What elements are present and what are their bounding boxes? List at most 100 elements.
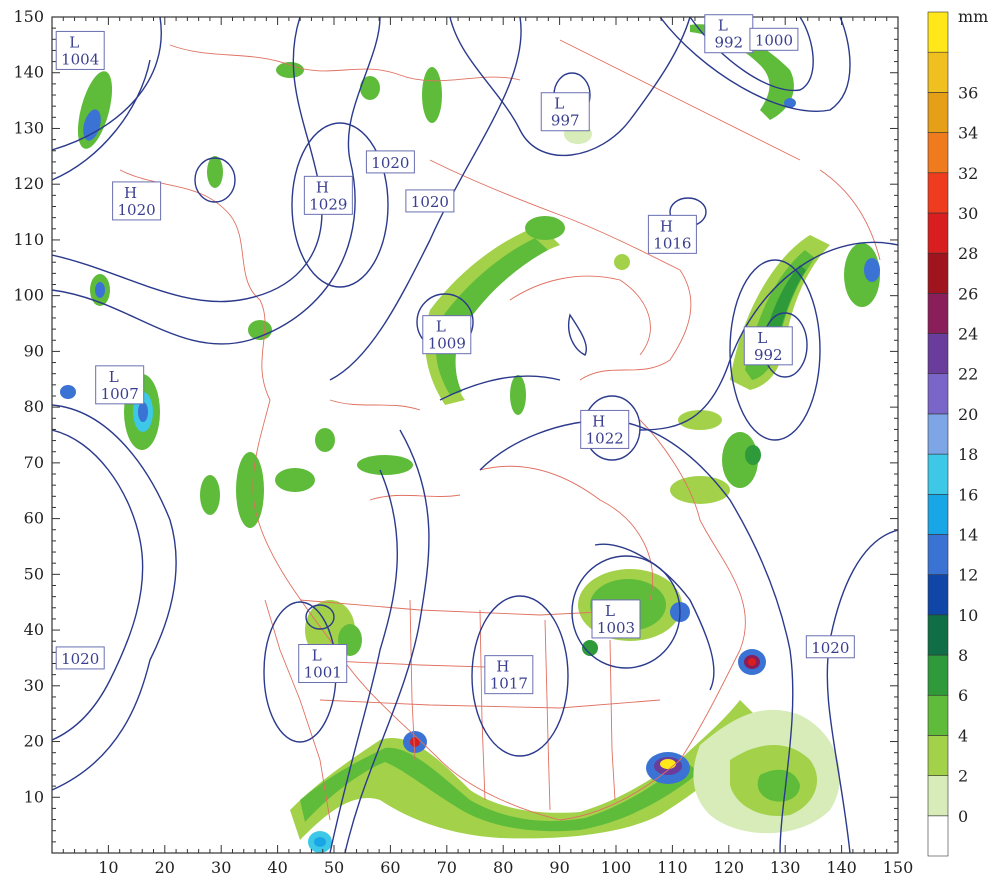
colorbar-tick-label: 28 (958, 244, 978, 263)
colorbar-swatch (927, 11, 949, 53)
y-tick-label: 70 (24, 453, 44, 472)
colorbar-swatch (927, 654, 949, 696)
plot-frame (51, 16, 899, 854)
pressure-label: 1020 (405, 189, 455, 213)
colorbar-swatch (927, 815, 949, 857)
x-tick-label: 20 (155, 858, 175, 877)
pressure-value: 1004 (61, 50, 99, 68)
pressure-labels: L1004H1020L10071020H102910201020L1009L99… (55, 14, 855, 695)
pressure-value: 992 (754, 346, 783, 364)
colorbar-swatch (927, 614, 949, 656)
colorbar-swatch (927, 775, 949, 817)
colorbar-swatch (927, 493, 949, 535)
pressure-label: 1020 (55, 646, 105, 670)
colorbar-unit: mm (958, 7, 988, 26)
colorbar-tick-label: 14 (958, 525, 978, 544)
pressure-center-type: H (660, 217, 673, 235)
colorbar-tick-label: 36 (958, 83, 978, 102)
pressure-value: 1000 (755, 31, 793, 49)
colorbar-swatch (927, 172, 949, 214)
precipitation-field (60, 24, 880, 853)
colorbar-tick-label: 20 (958, 405, 978, 424)
x-tick-label: 10 (98, 858, 118, 877)
pressure-value: 1007 (101, 385, 139, 403)
pressure-value: 1020 (371, 154, 409, 172)
y-tick-label: 110 (13, 230, 44, 249)
colorbar-swatch (927, 333, 949, 375)
colorbar-tick-label: 24 (958, 325, 978, 344)
x-tick-label: 60 (380, 858, 400, 877)
pressure-value: 1020 (61, 650, 99, 668)
pressure-center-type: L (312, 647, 322, 665)
pressure-value: 1020 (411, 193, 449, 211)
y-tick-label: 60 (24, 509, 44, 528)
x-tick-label: 70 (437, 858, 457, 877)
colorbar-tick-label: 26 (958, 284, 978, 303)
y-tick-label: 140 (13, 63, 44, 82)
y-tick-label: 90 (24, 341, 44, 360)
pressure-center-type: L (554, 95, 564, 113)
y-tick-label: 80 (24, 397, 44, 416)
pressure-value: 1003 (597, 619, 635, 637)
y-tick-label: 50 (24, 564, 44, 583)
x-tick-label: 130 (770, 858, 801, 877)
colorbar-swatch (927, 413, 949, 455)
pressure-value: 1029 (309, 195, 347, 213)
colorbar-tick-label: 12 (958, 566, 978, 585)
pressure-center-type: H (316, 178, 329, 196)
pressure-center-type: L (605, 602, 615, 620)
colorbar-tick-label: 2 (958, 767, 968, 786)
colorbar-tick-label: 34 (958, 124, 978, 143)
colorbar-tick-label: 30 (958, 204, 978, 223)
x-tick-label: 120 (714, 858, 745, 877)
y-tick-label: 20 (24, 732, 44, 751)
colorbar-swatch (927, 694, 949, 736)
colorbar-swatch (927, 373, 949, 415)
x-tick-label: 40 (267, 858, 287, 877)
y-tick-label: 10 (24, 787, 44, 806)
pressure-label: 1020 (805, 635, 855, 659)
pressure-value: 997 (551, 112, 580, 130)
pressure-value: 1001 (304, 664, 342, 682)
pressure-value: 1009 (428, 335, 466, 353)
x-tick-label: 140 (826, 858, 857, 877)
colorbar-tick-label: 6 (958, 686, 968, 705)
pressure-label: 1000 (749, 27, 799, 51)
colorbar-swatch (927, 212, 949, 254)
y-tick-label: 100 (13, 286, 44, 305)
colorbar-swatch (927, 735, 949, 776)
y-tick-label: 150 (13, 7, 44, 26)
x-tick-label: 110 (657, 858, 688, 877)
colorbar-tick-label: 22 (958, 365, 978, 384)
pressure-center-type: L (718, 17, 728, 35)
x-tick-label: 90 (549, 858, 569, 877)
y-tick-label: 130 (13, 118, 44, 137)
colorbar-tick-label: 8 (958, 646, 968, 665)
x-tick-label: 30 (211, 858, 231, 877)
colorbar-swatch (927, 453, 949, 495)
colorbar-swatch (927, 574, 949, 616)
colorbar-swatch (927, 51, 949, 93)
pressure-value: 1020 (118, 201, 156, 219)
coastline-layer (119, 39, 881, 821)
colorbar-tick-label: 32 (958, 164, 978, 183)
colorbar-swatch (927, 252, 949, 294)
colorbar-tick-label: 4 (958, 726, 968, 745)
x-tick-label: 100 (601, 858, 632, 877)
y-tick-label: 40 (24, 620, 44, 639)
pressure-center-type: L (109, 368, 119, 386)
y-tick-label: 30 (24, 676, 44, 695)
colorbar-swatch (927, 293, 949, 334)
